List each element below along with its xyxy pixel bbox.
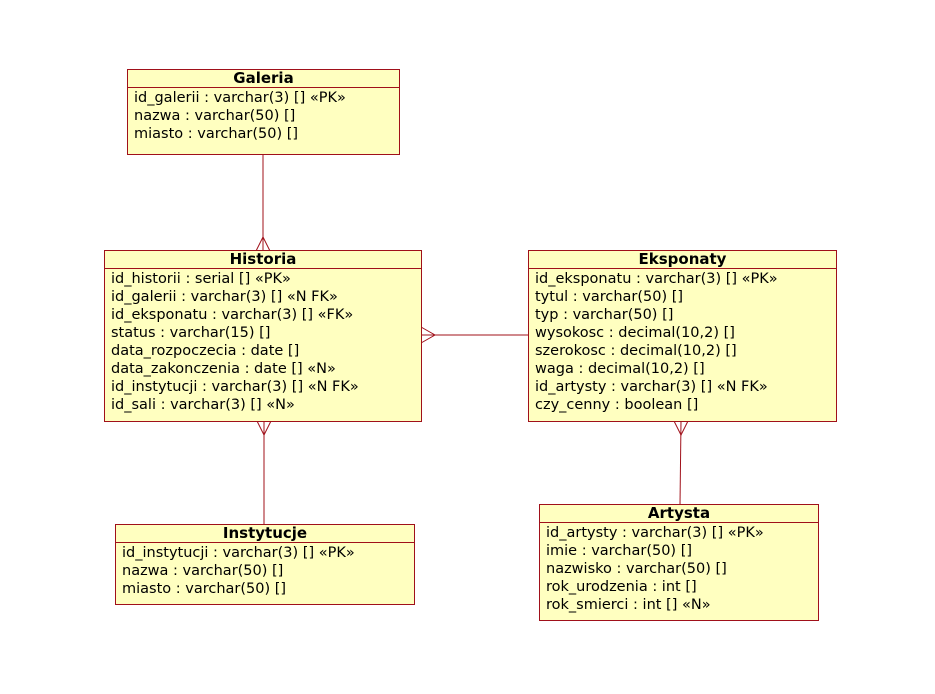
attribute-row: id_eksponatu : varchar(3) [] «PK»	[535, 271, 778, 287]
entity-galeria[interactable]: Galeria id_galerii : varchar(3) [] «PK» …	[127, 69, 400, 155]
entity-title: Eksponaty	[529, 251, 836, 269]
attribute-row: data_rozpoczecia : date []	[111, 343, 300, 359]
entity-title: Historia	[105, 251, 421, 269]
attribute-row: id_eksponatu : varchar(3) [] «FK»	[111, 307, 354, 323]
attribute-list: id_historii : serial [] «PK» id_galerii …	[105, 269, 421, 414]
attribute-row: wysokosc : decimal(10,2) []	[535, 325, 735, 341]
entity-title: Artysta	[540, 505, 818, 523]
entity-eksponaty[interactable]: Eksponaty id_eksponatu : varchar(3) [] «…	[528, 250, 837, 422]
relationship-historia-instytucje	[256, 420, 272, 525]
relationship-galeria-historia	[255, 154, 271, 252]
attribute-list: id_eksponatu : varchar(3) [] «PK» tytul …	[529, 269, 836, 414]
entity-instytucje[interactable]: Instytucje id_instytucji : varchar(3) []…	[115, 524, 415, 605]
attribute-row: id_instytucji : varchar(3) [] «N FK»	[111, 379, 359, 395]
attribute-row: rok_smierci : int [] «N»	[546, 597, 711, 613]
attribute-row: id_sali : varchar(3) [] «N»	[111, 397, 295, 413]
entity-title: Galeria	[128, 70, 399, 88]
attribute-row: nazwisko : varchar(50) []	[546, 561, 727, 577]
attribute-row: status : varchar(15) []	[111, 325, 271, 341]
attribute-row: nazwa : varchar(50) []	[122, 563, 284, 579]
attribute-row: id_galerii : varchar(3) [] «N FK»	[111, 289, 338, 305]
attribute-list: id_instytucji : varchar(3) [] «PK» nazwa…	[116, 543, 414, 598]
attribute-row: id_instytucji : varchar(3) [] «PK»	[122, 545, 355, 561]
attribute-row: tytul : varchar(50) []	[535, 289, 684, 305]
attribute-row: id_artysty : varchar(3) [] «PK»	[546, 525, 764, 541]
attribute-row: czy_cenny : boolean []	[535, 397, 699, 413]
attribute-row: miasto : varchar(50) []	[122, 581, 287, 597]
relationship-eksponaty-artysta	[673, 420, 689, 506]
attribute-row: miasto : varchar(50) []	[134, 126, 299, 142]
attribute-row: szerokosc : decimal(10,2) []	[535, 343, 737, 359]
attribute-list: id_galerii : varchar(3) [] «PK» nazwa : …	[128, 88, 399, 143]
entity-title: Instytucje	[116, 525, 414, 543]
attribute-row: id_artysty : varchar(3) [] «N FK»	[535, 379, 768, 395]
relationship-historia-eksponaty	[420, 326, 528, 344]
attribute-row: id_galerii : varchar(3) [] «PK»	[134, 90, 346, 106]
attribute-row: id_historii : serial [] «PK»	[111, 271, 291, 287]
attribute-row: typ : varchar(50) []	[535, 307, 674, 323]
entity-artysta[interactable]: Artysta id_artysty : varchar(3) [] «PK» …	[539, 504, 819, 621]
attribute-row: data_zakonczenia : date [] «N»	[111, 361, 336, 377]
attribute-row: rok_urodzenia : int []	[546, 579, 697, 595]
attribute-row: waga : decimal(10,2) []	[535, 361, 705, 377]
attribute-row: nazwa : varchar(50) []	[134, 108, 296, 124]
attribute-row: imie : varchar(50) []	[546, 543, 693, 559]
attribute-list: id_artysty : varchar(3) [] «PK» imie : v…	[540, 523, 818, 614]
entity-historia[interactable]: Historia id_historii : serial [] «PK» id…	[104, 250, 422, 422]
